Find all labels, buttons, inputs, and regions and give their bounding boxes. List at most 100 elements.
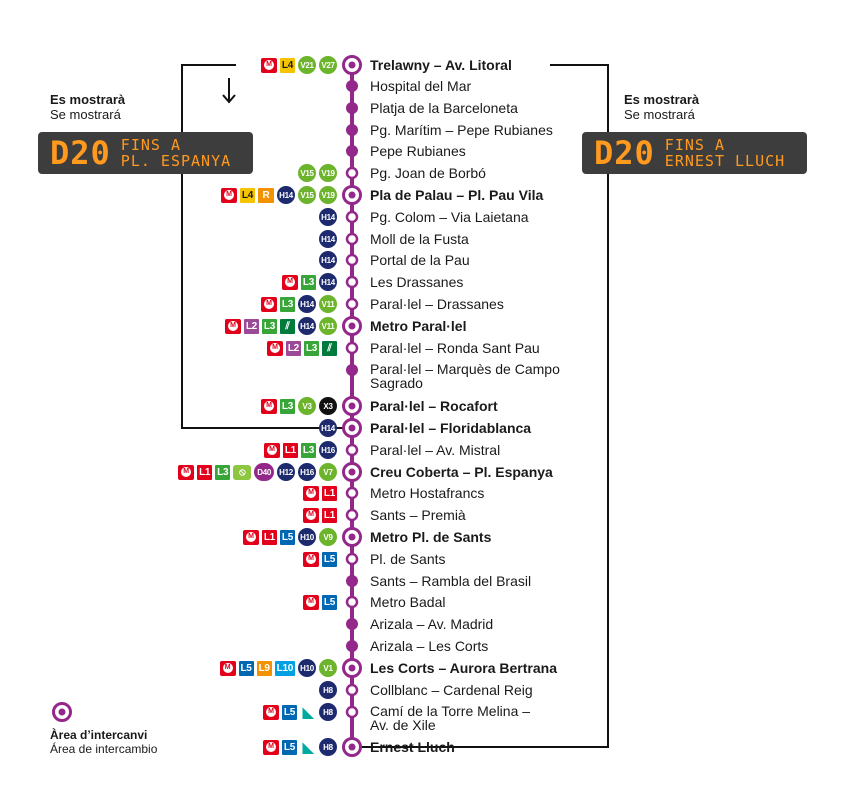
stop-name-text-line2: Sagrado: [370, 375, 423, 391]
line-badge-v3: V3: [298, 397, 316, 415]
line-badge-h16: H16: [319, 441, 337, 459]
line-badge-l5: L5: [279, 529, 295, 545]
stop-name-text: Pg. Marítim – Pepe Rubianes: [370, 122, 553, 138]
line-badge-v27: V27: [319, 56, 337, 74]
stop-name: Creu Coberta – Pl. Espanya: [370, 464, 553, 481]
line-badge-h8: H8: [319, 703, 337, 721]
line-badge-l9: L9: [256, 660, 272, 676]
metro-icon: M: [260, 296, 277, 312]
stop-name: Trelawny – Av. Litoral: [370, 57, 512, 74]
stop-name-text: Paral·lel – Rocafort: [370, 398, 498, 414]
line-badge-h14: H14: [319, 251, 337, 269]
stop-marker: [346, 102, 358, 114]
stop-name: Arizala – Av. Madrid: [370, 616, 493, 633]
metro-icon: M: [178, 464, 195, 480]
stop-name: Les Drassanes: [370, 274, 463, 291]
interchange-marker-dot: [348, 61, 356, 69]
stop-name-text: Metro Paral·lel: [370, 318, 467, 334]
line-badge-v7: V7: [319, 463, 337, 481]
stop-name: Pepe Rubianes: [370, 143, 466, 160]
interchange-marker-dot: [348, 191, 356, 199]
stop-marker: [346, 575, 358, 587]
stop-name-text: Les Drassanes: [370, 274, 464, 290]
stop-name-text: Creu Coberta – Pl. Espanya: [370, 464, 553, 480]
interchange-marker-dot: [348, 533, 356, 541]
line-badge-l3: L3: [303, 340, 319, 356]
line-badge-h14: H14: [277, 186, 295, 204]
line-badge-x3: X3: [319, 397, 337, 415]
line-badge-v19: V19: [319, 164, 337, 182]
interchange-marker-dot: [348, 743, 356, 751]
stop-name: Sants – Premià: [370, 507, 466, 524]
metro-icon: M: [302, 551, 319, 567]
right-sign-line: D20: [594, 134, 655, 172]
line-badge-l1: L1: [321, 485, 337, 501]
stop-marker-connection: [345, 552, 359, 566]
stop-name: Les Corts – Aurora Bertrana: [370, 660, 557, 677]
line-badge-l3: L3: [261, 318, 277, 334]
line-badge-h8: H8: [319, 738, 337, 756]
metro-icon: M: [219, 660, 236, 676]
line-badge-l5: L5: [321, 594, 337, 610]
stop-marker-connection: [345, 683, 359, 697]
metro-icon: M: [262, 739, 279, 755]
metro-icon: M: [262, 704, 279, 720]
interchange-marker-dot: [348, 468, 356, 476]
connection-badges: H14: [319, 208, 337, 226]
line-badge-v15: V15: [298, 164, 316, 182]
metro-icon: M: [220, 187, 237, 203]
line-badge-v1: V1: [319, 659, 337, 677]
left-sign-line: D20: [50, 134, 111, 172]
stop-marker-connection: [345, 232, 359, 246]
stop-name: Metro Paral·lel: [370, 318, 466, 335]
stop-name-text: Pg. Joan de Borbó: [370, 165, 486, 181]
stop-name: Paral·lel – Av. Mistral: [370, 442, 500, 459]
metro-icon: M: [242, 529, 259, 545]
line-badge-l5: L5: [281, 704, 297, 720]
line-badge-l4: L4: [279, 57, 295, 73]
line-badge-v21: V21: [298, 56, 316, 74]
connection-badges: H14: [319, 251, 337, 269]
stop-marker: [346, 618, 358, 630]
stop-marker-connection: [345, 486, 359, 500]
stop-name-text: Paral·lel – Marquès de Campo: [370, 361, 560, 377]
right-bracket-line: [362, 64, 609, 748]
connection-badges: H8: [319, 681, 337, 699]
line-badge-l3: L3: [300, 274, 316, 290]
stop-name: Collblanc – Cardenal Reig: [370, 682, 533, 699]
line-badge-l1: L1: [321, 507, 337, 523]
stop-name-text: Arizala – Av. Madrid: [370, 616, 494, 632]
stop-name-text: Trelawny – Av. Litoral: [370, 57, 512, 73]
stop-name-text: Pepe Rubianes: [370, 143, 466, 159]
stop-name: Pl. de Sants: [370, 551, 446, 568]
line-badge-h14: H14: [319, 273, 337, 291]
stop-name-text: Platja de la Barceloneta: [370, 100, 518, 116]
interchange-marker-dot: [348, 664, 356, 672]
line-badge-d40: D40: [254, 463, 274, 481]
stop-name-text: Pg. Colom – Via Laietana: [370, 209, 529, 225]
metro-icon: M: [302, 594, 319, 610]
stop-marker: [346, 145, 358, 157]
line-badge-h10: H10: [298, 528, 316, 546]
stop-name: Paral·lel – Drassanes: [370, 296, 504, 313]
stop-name: Metro Hostafrancs: [370, 485, 484, 502]
metro-icon: M: [281, 274, 298, 290]
stop-name: Paral·lel – Floridablanca: [370, 420, 531, 437]
stop-name-text: Moll de la Fusta: [370, 231, 469, 247]
